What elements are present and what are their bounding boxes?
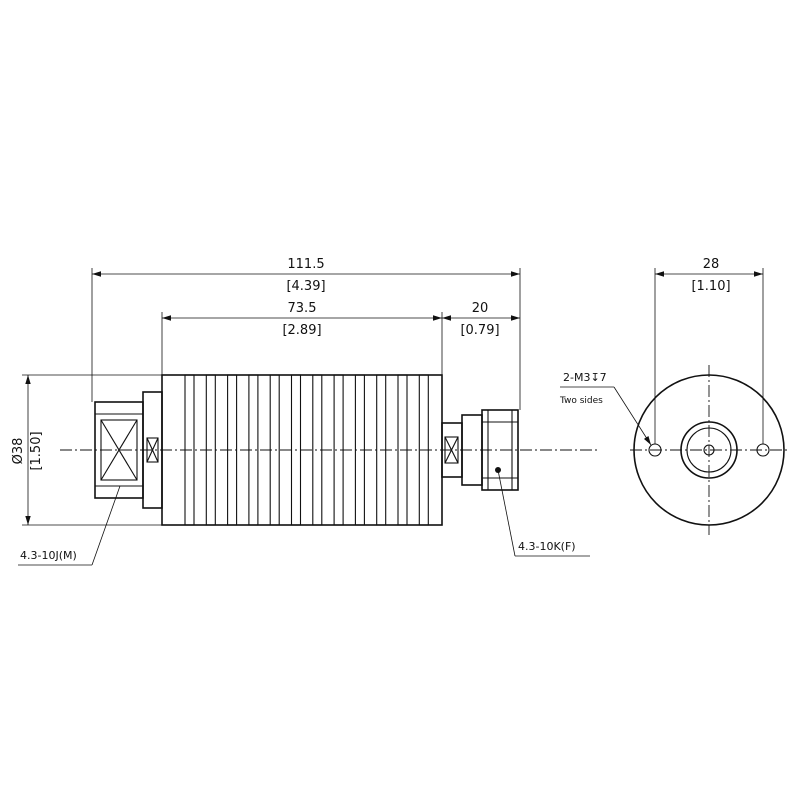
mount-holes-note: Two sides xyxy=(559,396,603,406)
heatsink-fin xyxy=(312,374,323,526)
dim-connector-length: 20 [0.79] xyxy=(442,301,520,338)
diameter-inch: [1.50] xyxy=(29,431,44,470)
overall-length-value: 111.5 xyxy=(287,257,324,272)
end-center-pin xyxy=(703,444,715,456)
heatsink-fin xyxy=(376,374,387,526)
overall-length-inch: [4.39] xyxy=(286,279,325,294)
end-coupling-outer xyxy=(680,421,738,479)
heatsink-fin xyxy=(418,374,429,526)
heatsink-fin xyxy=(333,374,344,526)
right-coupling-body xyxy=(481,409,519,491)
right-connector-label: 4.3-10K(F) xyxy=(518,540,576,553)
heatsink-fin xyxy=(354,374,365,526)
body-length-value: 73.5 xyxy=(288,301,317,316)
left-connector-label: 4.3-10J(M) xyxy=(20,549,77,562)
heatsink-fin xyxy=(269,374,280,526)
callout-mount-holes: 2-M3↧7 Two sides xyxy=(559,371,652,446)
callout-left-connector: 4.3-10J(M) xyxy=(18,485,121,566)
heatsink-fin xyxy=(397,374,408,526)
dim-body-length: 73.5 [2.89] xyxy=(162,301,442,338)
end-flange-outline xyxy=(633,374,785,526)
connector-length-inch: [0.79] xyxy=(460,323,499,338)
dim-hole-spacing: 28 [1.10] xyxy=(655,257,763,294)
extension-lines xyxy=(22,268,521,526)
hole-spacing-inch: [1.10] xyxy=(691,279,730,294)
heatsink-fin xyxy=(248,374,259,526)
diameter-value: Ø38 xyxy=(11,438,26,465)
connector-length-value: 20 xyxy=(472,301,489,316)
heatsink-fins xyxy=(184,374,429,526)
callout-right-connector: 4.3-10K(F) xyxy=(497,469,590,557)
heatsink-fin xyxy=(227,374,238,526)
side-view: 111.5 [4.39] 73.5 [2.89] 20 [0.79] Ø38 [… xyxy=(11,257,600,566)
right-connector xyxy=(441,409,519,491)
end-view: 28 [1.10] 2-M3↧7 Two sides xyxy=(559,257,790,535)
left-flange xyxy=(142,391,163,509)
dim-overall-length: 111.5 [4.39] xyxy=(92,257,520,294)
heatsink-fin xyxy=(205,374,216,526)
mount-holes-label: 2-M3↧7 xyxy=(563,371,607,384)
end-coupling-inner xyxy=(686,427,732,473)
body-length-inch: [2.89] xyxy=(282,323,321,338)
hole-spacing-value: 28 xyxy=(703,257,720,272)
heatsink-fin xyxy=(290,374,302,526)
left-connector xyxy=(94,391,163,509)
heatsink-fin xyxy=(184,374,195,526)
dim-diameter: Ø38 [1.50] xyxy=(11,375,44,525)
